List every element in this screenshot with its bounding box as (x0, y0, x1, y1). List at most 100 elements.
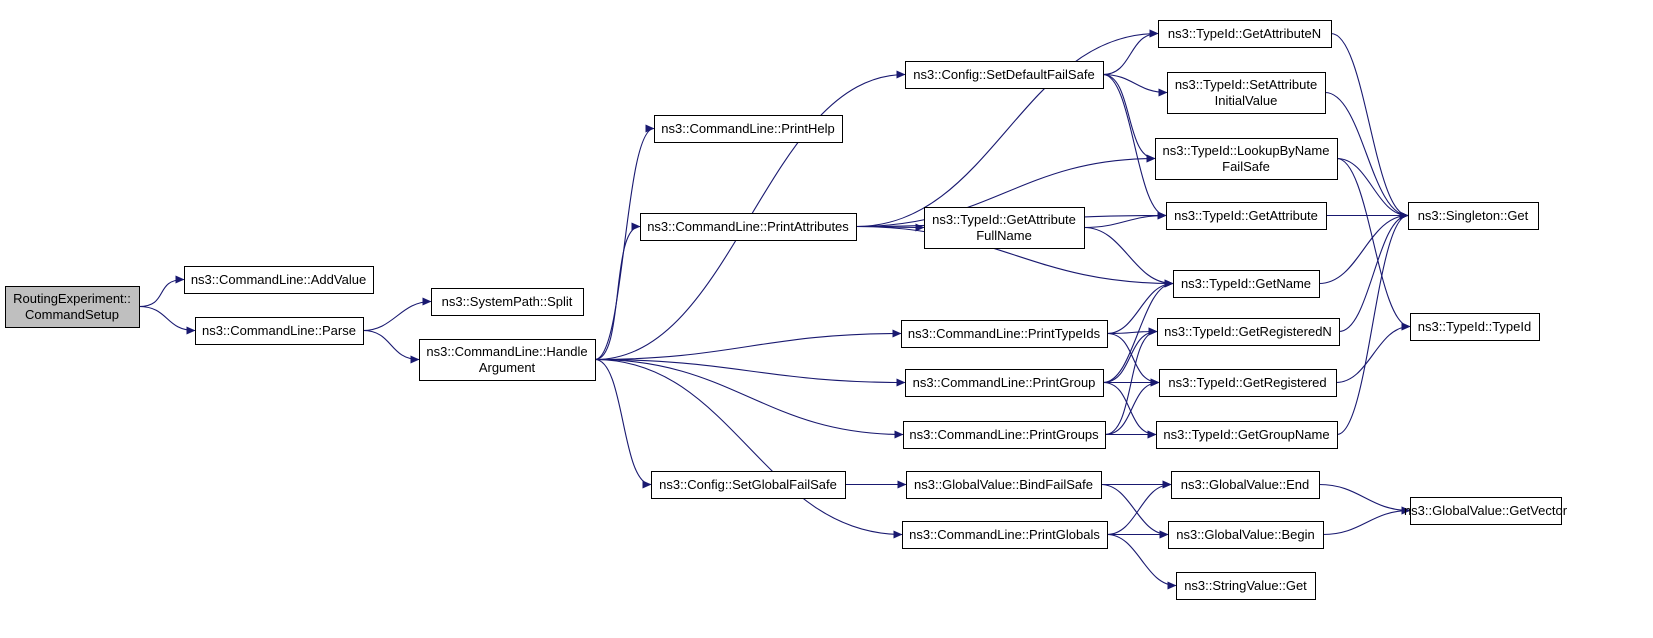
node-label: FullName (976, 228, 1032, 243)
node-label: ns3::GlobalValue::BindFailSafe (914, 477, 1093, 492)
node-box (419, 339, 596, 381)
node-box (1158, 20, 1332, 48)
node-label: ns3::CommandLine::PrintGroups (909, 427, 1099, 442)
node-printgroups[interactable]: ns3::CommandLine::PrintGroups (903, 421, 1106, 449)
node-box (905, 369, 1104, 397)
node-label: CommandSetup (25, 307, 119, 322)
edge-parse-to-handlearg (362, 329, 420, 364)
node-parse[interactable]: ns3::CommandLine::Parse (195, 317, 364, 345)
node-box (431, 288, 584, 316)
node-label: ns3::CommandLine::PrintTypeIds (908, 326, 1101, 341)
node-box (651, 471, 846, 499)
node-gvend[interactable]: ns3::GlobalValue::End (1171, 471, 1320, 499)
node-label: FailSafe (1222, 159, 1270, 174)
node-stringvalueget[interactable]: ns3::StringValue::Get (1176, 572, 1316, 600)
node-box (1167, 72, 1326, 114)
edge-printattributes-to-getattributen (855, 29, 1159, 228)
edge-printgroup-to-getregisteredn (1102, 327, 1158, 384)
node-printtypeids[interactable]: ns3::CommandLine::PrintTypeIds (901, 320, 1108, 348)
node-bindfailsafe[interactable]: ns3::GlobalValue::BindFailSafe (906, 471, 1102, 499)
node-singletonget[interactable]: ns3::Singleton::Get (1408, 202, 1539, 230)
edge-getname-to-singletonget (1318, 211, 1409, 285)
edge-handlearg-to-printglobals (594, 358, 903, 539)
node-label: ns3::StringValue::Get (1184, 578, 1307, 593)
node-box (924, 207, 1085, 249)
edge-setdefaultfailsafe-to-setattributeinitialvalue (1102, 73, 1168, 97)
node-box (1176, 572, 1316, 600)
node-label: ns3::TypeId::GetName (1181, 276, 1311, 291)
edge-setdefaultfailsafe-to-getattribute (1102, 73, 1167, 220)
node-box (1155, 138, 1338, 180)
node-label: Argument (479, 360, 536, 375)
edge-handlearg-to-printtypeids (594, 329, 902, 361)
node-printhelp[interactable]: ns3::CommandLine::PrintHelp (654, 115, 843, 143)
node-printattributes[interactable]: ns3::CommandLine::PrintAttributes (640, 213, 857, 241)
root-node: RoutingExperiment::CommandSetup (5, 286, 140, 328)
node-getregisteredn[interactable]: ns3::TypeId::GetRegisteredN (1157, 318, 1340, 346)
node-box (1166, 202, 1327, 230)
node-getattributen[interactable]: ns3::TypeId::GetAttributeN (1158, 20, 1332, 48)
edge-root-to-parse (138, 305, 196, 335)
node-getgroupname[interactable]: ns3::TypeId::GetGroupName (1156, 421, 1338, 449)
node-label: ns3::TypeId::TypeId (1418, 319, 1531, 334)
node-box (1168, 521, 1324, 549)
node-getname[interactable]: ns3::TypeId::GetName (1173, 270, 1320, 298)
edge-printattributes-to-lookupbynamefailsafe (855, 154, 1156, 228)
node-box (1173, 270, 1320, 298)
node-getattribute[interactable]: ns3::TypeId::GetAttribute (1166, 202, 1327, 230)
node-split[interactable]: ns3::SystemPath::Split (431, 288, 584, 316)
node-label: ns3::GlobalValue::Begin (1176, 527, 1315, 542)
node-addvalue[interactable]: ns3::CommandLine::AddValue (184, 266, 374, 294)
node-typeidtypeid[interactable]: ns3::TypeId::TypeId (1410, 313, 1540, 341)
node-box (195, 317, 364, 345)
node-printgroup[interactable]: ns3::CommandLine::PrintGroup (905, 369, 1104, 397)
edge-handlearg-to-printgroup (594, 358, 906, 387)
node-label: ns3::TypeId::LookupByName (1163, 143, 1330, 158)
edge-printattributes-to-getname (855, 225, 1174, 288)
node-setglobalfailsafe[interactable]: ns3::Config::SetGlobalFailSafe (651, 471, 846, 499)
node-box (903, 421, 1106, 449)
node-setdefaultfailsafe[interactable]: ns3::Config::SetDefaultFailSafe (905, 61, 1104, 89)
node-printglobals[interactable]: ns3::CommandLine::PrintGlobals (902, 521, 1108, 549)
node-label: RoutingExperiment:: (13, 291, 131, 306)
node-box (905, 61, 1104, 89)
edge-printglobals-to-stringvalueget (1106, 533, 1177, 590)
edge-handlearg-to-printgroups (594, 358, 904, 439)
node-box (184, 266, 374, 294)
node-box (1408, 202, 1539, 230)
node-box (902, 521, 1108, 549)
node-box (1410, 313, 1540, 341)
node-label: ns3::TypeId::GetAttribute (1174, 208, 1318, 223)
node-label: ns3::CommandLine::PrintGlobals (909, 527, 1100, 542)
node-box (1410, 497, 1562, 525)
edge-bindfailsafe-to-gvbegin (1100, 483, 1169, 539)
node-label: ns3::TypeId::GetGroupName (1163, 427, 1329, 442)
node-label: ns3::CommandLine::Parse (202, 323, 356, 338)
node-label: ns3::TypeId::GetRegisteredN (1164, 324, 1332, 339)
node-label: ns3::TypeId::SetAttribute (1175, 77, 1317, 92)
node-label: ns3::GlobalValue::GetVector (1404, 503, 1568, 518)
node-getvector[interactable]: ns3::GlobalValue::GetVector (1404, 497, 1568, 525)
node-box (1156, 421, 1338, 449)
edge-getregisteredn-to-singletonget (1338, 211, 1409, 333)
node-label: ns3::Config::SetGlobalFailSafe (659, 477, 837, 492)
node-box (906, 471, 1102, 499)
node-label: ns3::CommandLine::PrintGroup (913, 375, 1096, 390)
node-label: ns3::CommandLine::PrintAttributes (647, 219, 849, 234)
edge-root-to-addvalue (138, 275, 185, 308)
edge-getgroupname-to-singletonget (1336, 211, 1409, 436)
node-label: ns3::TypeId::GetAttribute (932, 212, 1076, 227)
node-label: ns3::TypeId::GetRegistered (1168, 375, 1326, 390)
edge-setdefaultfailsafe-to-lookupbynamefailsafe (1102, 73, 1156, 163)
node-gvbegin[interactable]: ns3::GlobalValue::Begin (1168, 521, 1324, 549)
edge-gvbegin-to-getvector (1322, 506, 1411, 536)
edge-handlearg-to-setglobalfailsafe (594, 358, 652, 489)
edge-getregistered-to-typeidtypeid (1335, 322, 1411, 384)
edge-gvend-to-getvector (1318, 483, 1411, 515)
node-getregistered[interactable]: ns3::TypeId::GetRegistered (1159, 369, 1337, 397)
